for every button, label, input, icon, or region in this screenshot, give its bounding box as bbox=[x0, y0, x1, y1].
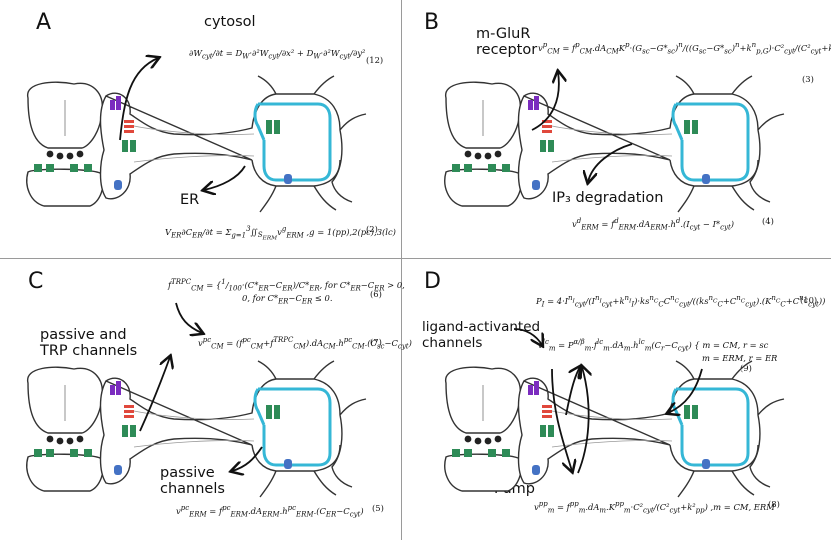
ip3-degradation-label: IP₃ degradation bbox=[552, 190, 664, 206]
panel-a: A cytosol ER ∂Wcyt/∂t = DW·∂²Wcyt/∂x² + … bbox=[0, 0, 401, 258]
diagram-a bbox=[25, 0, 368, 214]
cytosol-label: cytosol bbox=[204, 14, 256, 30]
arrow-to-cytosol bbox=[119, 58, 158, 141]
equation-cytosol: ∂Wcyt/∂t = DW·∂²Wcyt/∂x² + DW·∂²Wcyt/∂y² bbox=[189, 48, 366, 61]
equation-ligand: vlcm = Pα/βm.flcm.dAm.hlcm(Cr−Ccyt) { m … bbox=[538, 338, 778, 364]
arrow-to-er bbox=[204, 165, 246, 190]
arrow-ligand-up bbox=[565, 367, 580, 416]
equation-number: (7) bbox=[370, 337, 382, 347]
arrow-to-passive bbox=[232, 446, 263, 471]
equation-pi: PI = 4·InIcyt/(InIcyt+knII)·ksnCCCnCcyt/… bbox=[536, 294, 826, 309]
arrow-ligand-to-er bbox=[668, 368, 703, 413]
equation-number: (5) bbox=[372, 503, 384, 513]
panel-c: C passive and TRP channels passive chann… bbox=[0, 259, 412, 540]
equation-mglur: vpCM = fpCM.dACMKp·(Gsc−G*sc)n/((Gsc−G*s… bbox=[538, 41, 831, 56]
passive-channels-label-line2: channels bbox=[160, 481, 225, 497]
equation-er: VER∂CER/∂t = Σg=13∬SERMvgERM ,g = 1(pp),… bbox=[165, 225, 396, 242]
equation-number: (6) bbox=[370, 289, 382, 299]
arrow-pump-up bbox=[578, 367, 589, 474]
diagram-d bbox=[443, 328, 786, 499]
equation-number: (8) bbox=[768, 499, 780, 509]
arrow-to-mglur bbox=[531, 72, 559, 131]
equation-ip3: vdERM = fdERM.dAERM.hd.(Icyt − I*cyt) bbox=[572, 217, 735, 232]
arrow-to-passive-trp bbox=[139, 357, 170, 432]
panel-d: D ligand-activanted channels Pump PI = 4… bbox=[402, 259, 831, 540]
arrow-ligand-to-eq bbox=[513, 328, 542, 345]
equation-number: (10) bbox=[800, 295, 818, 305]
equation-passive: vpcERM = fpcERM.dAERM.hpcERM.(CER−Ccyt) bbox=[176, 504, 364, 519]
diagram-c bbox=[25, 302, 368, 499]
equation-number: (2) bbox=[366, 224, 378, 234]
arrow-trpc-to-eq bbox=[175, 302, 202, 333]
equation-pump: vppm = fppm.dAm.Kppm·C²cyt/(C²cyt+k²pp) … bbox=[534, 500, 775, 515]
panel-letter: D bbox=[424, 269, 441, 294]
panel-b: B m-GluR receptor IP₃ degradation vpCM =… bbox=[402, 0, 831, 258]
ligand-label-line2: channels bbox=[422, 335, 483, 351]
passive-trp-label-line1: passive and bbox=[40, 327, 127, 343]
arrow-pump-down bbox=[551, 368, 572, 471]
vertical-divider bbox=[401, 0, 402, 540]
horizontal-divider bbox=[0, 258, 831, 259]
equation-number: (9) bbox=[740, 363, 752, 373]
equation-trpc: fTRPCCM = {1/100·(C*ER−CER)/C*ER, for C*… bbox=[168, 278, 405, 307]
mglur-label-line1: m-GluR bbox=[476, 26, 531, 42]
panel-letter: C bbox=[28, 269, 44, 294]
er-label: ER bbox=[180, 192, 200, 208]
equation-number: (3) bbox=[802, 74, 814, 84]
panel-letter: B bbox=[424, 10, 440, 35]
diagram-b bbox=[443, 0, 786, 214]
equation-passive-trp: vpcCM = (fpcCM+fTRPCCM).dACM.hpcCM.(Csc−… bbox=[198, 336, 412, 351]
equation-number: (12) bbox=[366, 55, 384, 65]
equation-number: (4) bbox=[762, 216, 774, 226]
ligand-label-line1: ligand-activanted bbox=[422, 319, 541, 335]
passive-trp-label-line2: TRP channels bbox=[40, 343, 138, 359]
panel-letter: A bbox=[36, 10, 52, 35]
arrow-to-ip3 bbox=[588, 143, 633, 182]
passive-channels-label-line1: passive bbox=[160, 465, 215, 481]
mglur-label-line2: receptor bbox=[476, 42, 538, 58]
